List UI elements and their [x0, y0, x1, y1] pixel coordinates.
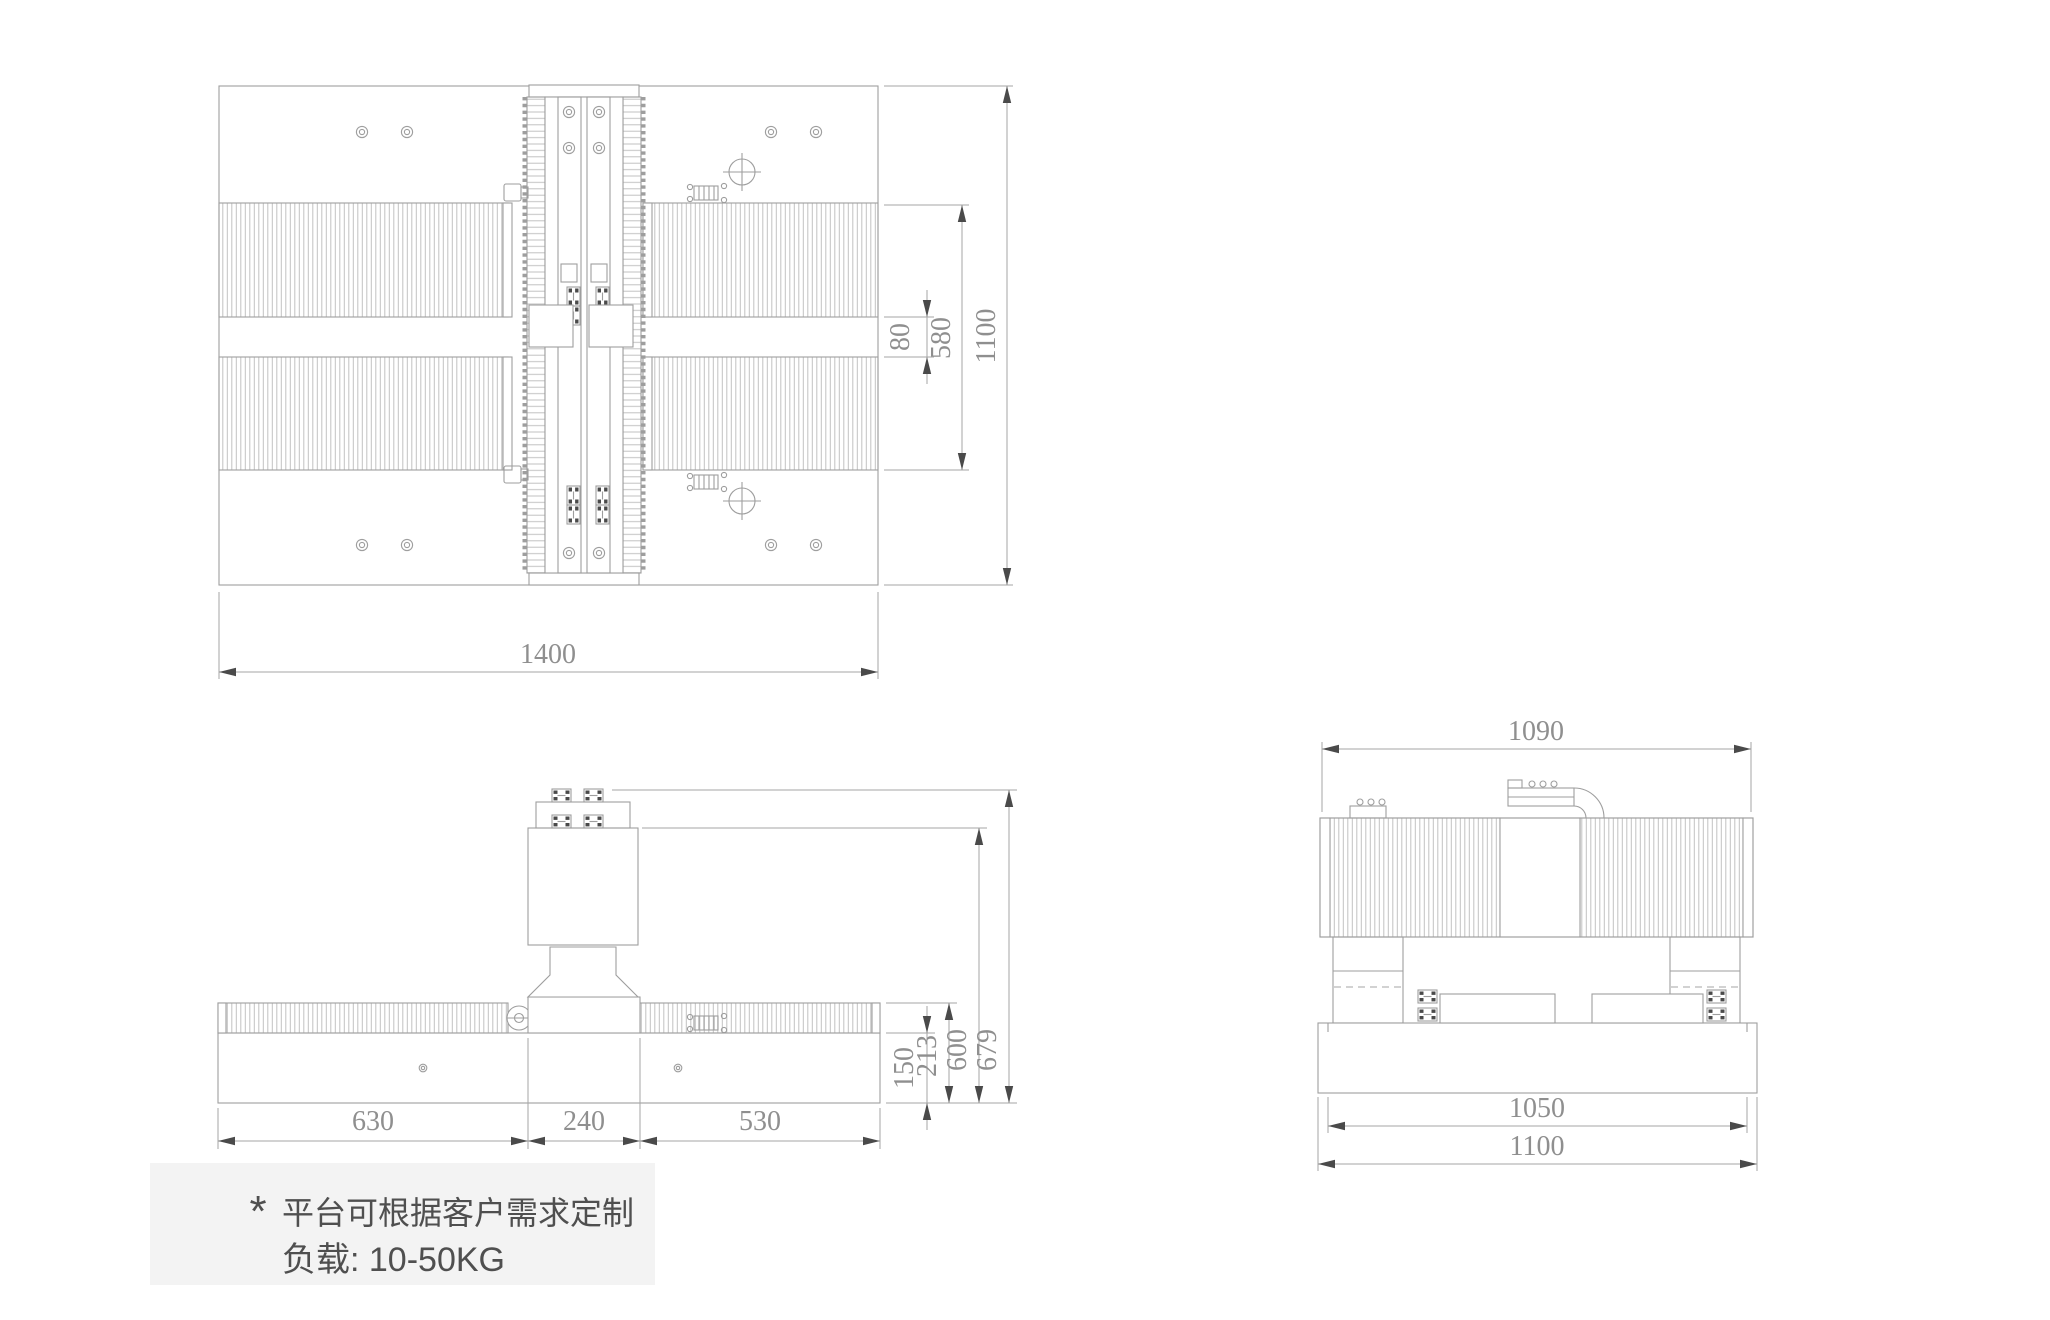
notes-background	[150, 1163, 655, 1285]
base-plate	[1317, 1022, 1758, 1094]
dim-label: 1090	[1508, 716, 1564, 747]
dim-label: 679	[972, 1029, 1003, 1071]
bearing-icon	[551, 788, 572, 803]
bellows-end-cap	[1319, 817, 1331, 938]
front-view: 630 240 530 150 213 600 679	[217, 788, 1017, 1149]
rail-top-cap	[528, 84, 640, 98]
motor-body	[527, 827, 639, 946]
cross-slide-block-left	[528, 304, 574, 348]
bellows-right	[639, 1002, 881, 1034]
bellows-right	[1579, 817, 1744, 938]
bellows-band-outline	[1319, 817, 1754, 938]
end-fitting	[1349, 798, 1387, 819]
bearing-icon	[1417, 989, 1438, 1004]
bellows-end-cap	[1742, 817, 1754, 938]
bellows-lower-right	[642, 356, 879, 471]
dim-height-stack: 150 213 600 679	[612, 789, 1017, 1130]
base-step	[1327, 1023, 1748, 1032]
bellows-left	[1329, 817, 1501, 938]
bellows-end-cap	[642, 356, 653, 471]
dim-label: 80	[885, 323, 916, 351]
bellows-left	[217, 1002, 509, 1034]
notes-block: * 平台可根据客户需求定制 负载: 10-50KG	[150, 1163, 655, 1285]
note-line-2: 负载: 10-50KG	[282, 1241, 505, 1279]
bearing-icon	[583, 814, 604, 829]
dim-label: 213	[912, 1035, 943, 1077]
guide-rail-left	[1439, 993, 1556, 1024]
dim-bellows-span: 580	[884, 204, 969, 471]
dim-label: 1050	[1509, 1093, 1565, 1124]
bellows-upper-right	[642, 202, 879, 318]
carriage-plate	[590, 263, 608, 283]
bearing-icon	[551, 814, 572, 829]
dim-label: 530	[739, 1106, 781, 1137]
bearing-icon	[1706, 1007, 1727, 1022]
dim-chain-bottom: 630 240 530	[217, 1038, 881, 1149]
dim-overall-depth: 1100	[884, 85, 1013, 586]
dim-label: 1400	[520, 639, 576, 670]
bearing-icon	[1706, 989, 1727, 1004]
bellows-end-cap	[642, 202, 653, 318]
bellows-lower-left	[218, 356, 509, 471]
bellows-end-cap	[217, 1002, 227, 1034]
dim-overall-width: 1100	[1317, 1097, 1758, 1171]
cross-slide-block-right	[588, 304, 634, 348]
carriage-block	[527, 996, 641, 1034]
bellows-end-cap	[502, 356, 513, 471]
dim-label: 630	[352, 1106, 394, 1137]
bellows-upper-left	[218, 202, 509, 318]
carriage-block	[1499, 817, 1581, 938]
bellows-end-cap	[502, 202, 513, 318]
central-rail-assembly	[522, 84, 646, 586]
dim-top-width: 1400	[218, 592, 879, 679]
dim-label: 1100	[971, 309, 1002, 364]
sensor-bracket	[520, 468, 529, 481]
top-view: 1400 1100 580 80	[218, 84, 1013, 679]
bearing-icon	[583, 788, 604, 803]
sensor-bracket	[520, 186, 529, 199]
bellows-end-cap	[871, 1002, 881, 1034]
note-line-1: 平台可根据客户需求定制	[282, 1195, 634, 1231]
note-bullet: *	[249, 1187, 266, 1236]
dim-bellows-width: 1090	[1321, 716, 1752, 812]
dim-label: 150	[889, 1047, 920, 1089]
dim-label: 1100	[1510, 1131, 1565, 1162]
base-plate	[217, 1032, 881, 1104]
side-view: 1090 1050 1100	[1317, 716, 1758, 1171]
dim-label: 600	[942, 1029, 973, 1071]
cable-chain	[1507, 779, 1605, 819]
carriage-plate	[560, 263, 578, 283]
rail-bottom-cap	[528, 572, 640, 586]
dim-label: 240	[563, 1106, 605, 1137]
dim-center-gap: 80	[884, 290, 934, 384]
guide-rail-right	[1591, 993, 1704, 1024]
bearing-bracket	[535, 801, 631, 829]
dim-label: 580	[926, 317, 957, 359]
dim-inner-width: 1050	[1327, 1093, 1748, 1133]
bearing-icon	[1417, 1007, 1438, 1022]
column-neck	[526, 946, 640, 998]
